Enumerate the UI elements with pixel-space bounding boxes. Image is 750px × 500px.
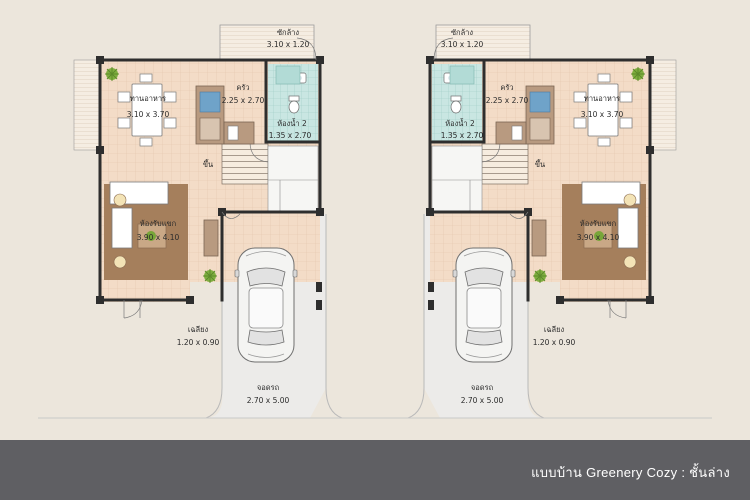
dining-size: 3.10 x 3.70 xyxy=(581,110,624,119)
bath-size: 1.35 x 2.70 xyxy=(441,131,484,140)
dining-size: 3.10 x 3.70 xyxy=(127,110,170,119)
laundry-name: ซักล้าง xyxy=(277,28,299,37)
laundry-name: ซักล้าง xyxy=(451,28,473,37)
kitchen-size: 2.25 x 2.70 xyxy=(486,96,529,105)
porch-size: 1.20 x 0.90 xyxy=(533,338,576,347)
kitchen-name: ครัว xyxy=(236,83,249,92)
carport-size: 2.70 x 5.00 xyxy=(247,396,290,405)
stair-label: ขึ้น xyxy=(535,159,545,169)
plan-caption: แบบบ้าน Greenery Cozy : ชั้นล่าง xyxy=(531,465,730,480)
kitchen-name: ครัว xyxy=(500,83,513,92)
caption-bar xyxy=(0,440,750,500)
living-name: ห้องรับแขก xyxy=(140,219,176,228)
kitchen-size: 2.25 x 2.70 xyxy=(222,96,265,105)
dining-name: ทานอาหาร xyxy=(130,94,166,103)
bath-name: ห้องน้ำ 2 xyxy=(277,118,307,128)
dining-name: ทานอาหาร xyxy=(584,94,620,103)
living-size: 3.90 x 4.10 xyxy=(137,233,180,242)
house-plan-left xyxy=(38,25,375,418)
laundry-size: 3.10 x 1.20 xyxy=(267,40,310,49)
porch-name: เฉลียง xyxy=(188,325,209,334)
bath-size: 1.35 x 2.70 xyxy=(269,131,312,140)
floor-plan-drawing: ซักล้าง 3.10 x 1.20 ทานอาหาร 3.10 x 3.70… xyxy=(0,0,750,440)
labels-right: ซักล้าง 3.10 x 1.20 ทานอาหาร 3.10 x 3.70… xyxy=(441,28,624,405)
carport-name: จอดรถ xyxy=(257,383,279,392)
labels-left: ซักล้าง 3.10 x 1.20 ทานอาหาร 3.10 x 3.70… xyxy=(127,28,312,405)
house-plan-right xyxy=(375,25,712,418)
laundry-size: 3.10 x 1.20 xyxy=(441,40,484,49)
carport-name: จอดรถ xyxy=(471,383,493,392)
porch-name: เฉลียง xyxy=(544,325,565,334)
bath-name: ห้องน้ำ 2 xyxy=(445,118,475,128)
carport-size: 2.70 x 5.00 xyxy=(461,396,504,405)
living-name: ห้องรับแขก xyxy=(580,219,616,228)
porch-size: 1.20 x 0.90 xyxy=(177,338,220,347)
living-size: 3.90 x 4.10 xyxy=(577,233,620,242)
stair-label: ขึ้น xyxy=(203,159,213,169)
